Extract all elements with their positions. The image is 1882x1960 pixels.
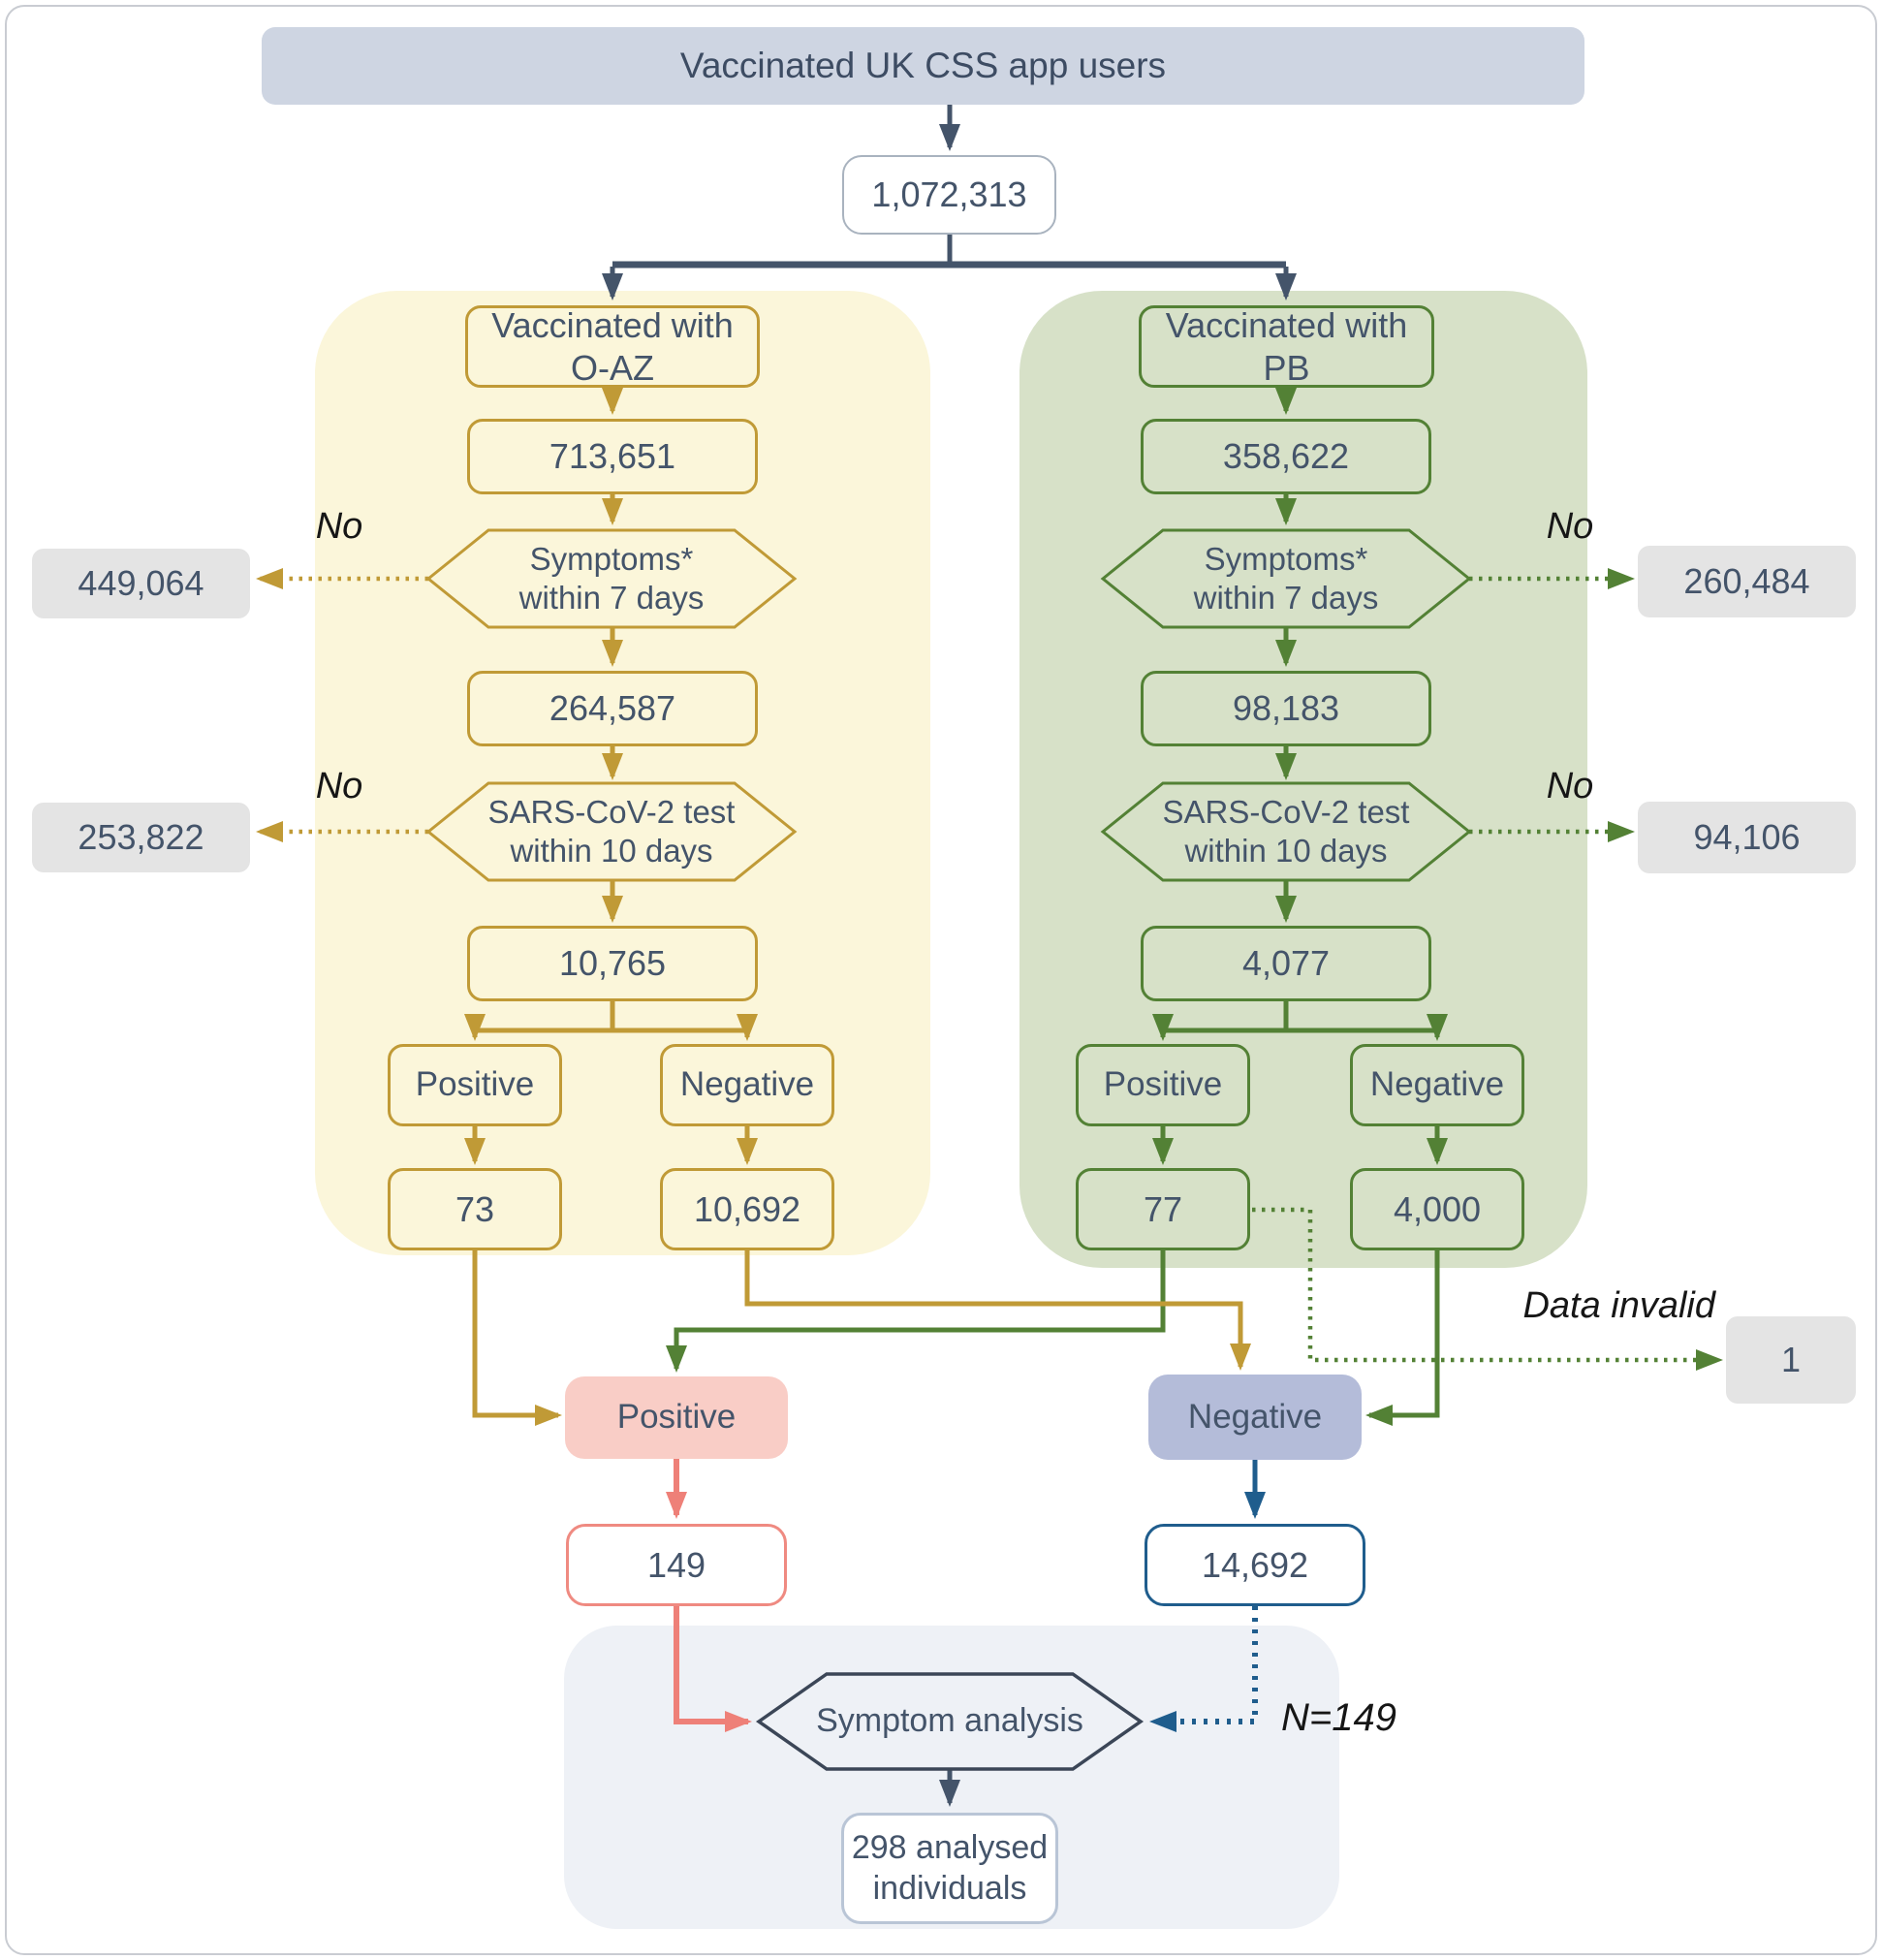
oaz-symptoms-no-label: No [315, 506, 363, 547]
pb-arrows [666, 388, 1448, 1426]
oaz-header-box: Vaccinated with O-AZ [465, 305, 760, 388]
diagram-title: Vaccinated UK CSS app users [262, 27, 1584, 105]
pb-with-symptoms-count-box: 98,183 [1141, 671, 1431, 746]
pb-symptoms-excluded-box: 260,484 [1638, 546, 1856, 617]
oaz-negative-count-box: 10,692 [660, 1168, 834, 1250]
oaz-vaccinated-count-box: 713,651 [467, 419, 758, 494]
oaz-test-no-label: No [315, 766, 363, 806]
symptom-analysis-hexagon [755, 1672, 1145, 1771]
pb-negative-label-box: Negative [1350, 1044, 1524, 1126]
pb-symptoms-no-label: No [1546, 506, 1594, 547]
merged-negative-box: Negative [1148, 1375, 1362, 1460]
merged-negative-count-box: 14,692 [1145, 1524, 1365, 1606]
data-invalid-count-box: 1 [1726, 1316, 1856, 1404]
oaz-arrows [464, 388, 1251, 1426]
oaz-symptoms-hexagon-label: Symptoms*within 7 days [518, 540, 705, 616]
total-count-box: 1,072,313 [842, 155, 1056, 235]
oaz-negative-label-box: Negative [660, 1044, 834, 1126]
pb-symptoms-hexagon-label: Symptoms*within 7 days [1193, 540, 1379, 616]
data-invalid-label: Data invalid [1522, 1285, 1715, 1326]
pb-negative-count-box: 4,000 [1350, 1168, 1524, 1250]
pb-vaccinated-count-box: 358,622 [1141, 419, 1431, 494]
pb-test-excluded-box: 94,106 [1638, 802, 1856, 873]
merge-arrows [666, 1459, 1266, 1732]
navy-arrows [602, 105, 1297, 1807]
n149-label: N=149 [1281, 1696, 1396, 1739]
oaz-test-excluded-box: 253,822 [32, 803, 250, 872]
pb-exclusion-dotted-arrows [1252, 568, 1723, 1371]
pb-positive-label-box: Positive [1076, 1044, 1250, 1126]
pb-header-box: Vaccinated with PB [1139, 305, 1434, 388]
pb-positive-count-box: 77 [1076, 1168, 1250, 1250]
pb-symptoms-hexagon [1100, 528, 1472, 629]
merged-positive-box: Positive [565, 1376, 788, 1459]
oaz-tested-count-box: 10,765 [467, 926, 758, 1001]
pb-test-hexagon [1100, 781, 1472, 882]
symptom-analysis-hexagon-label: Symptom analysis [816, 1702, 1083, 1740]
merged-positive-count-box: 149 [566, 1524, 787, 1606]
oaz-symptoms-excluded-box: 449,064 [32, 549, 250, 618]
oaz-positive-label-box: Positive [388, 1044, 562, 1126]
oaz-with-symptoms-count-box: 264,587 [467, 671, 758, 746]
oaz-symptoms-hexagon [425, 528, 798, 629]
pb-tested-count-box: 4,077 [1141, 926, 1431, 1001]
pb-test-no-label: No [1546, 766, 1594, 806]
oaz-test-hexagon [425, 781, 798, 882]
oaz-positive-count-box: 73 [388, 1168, 562, 1250]
